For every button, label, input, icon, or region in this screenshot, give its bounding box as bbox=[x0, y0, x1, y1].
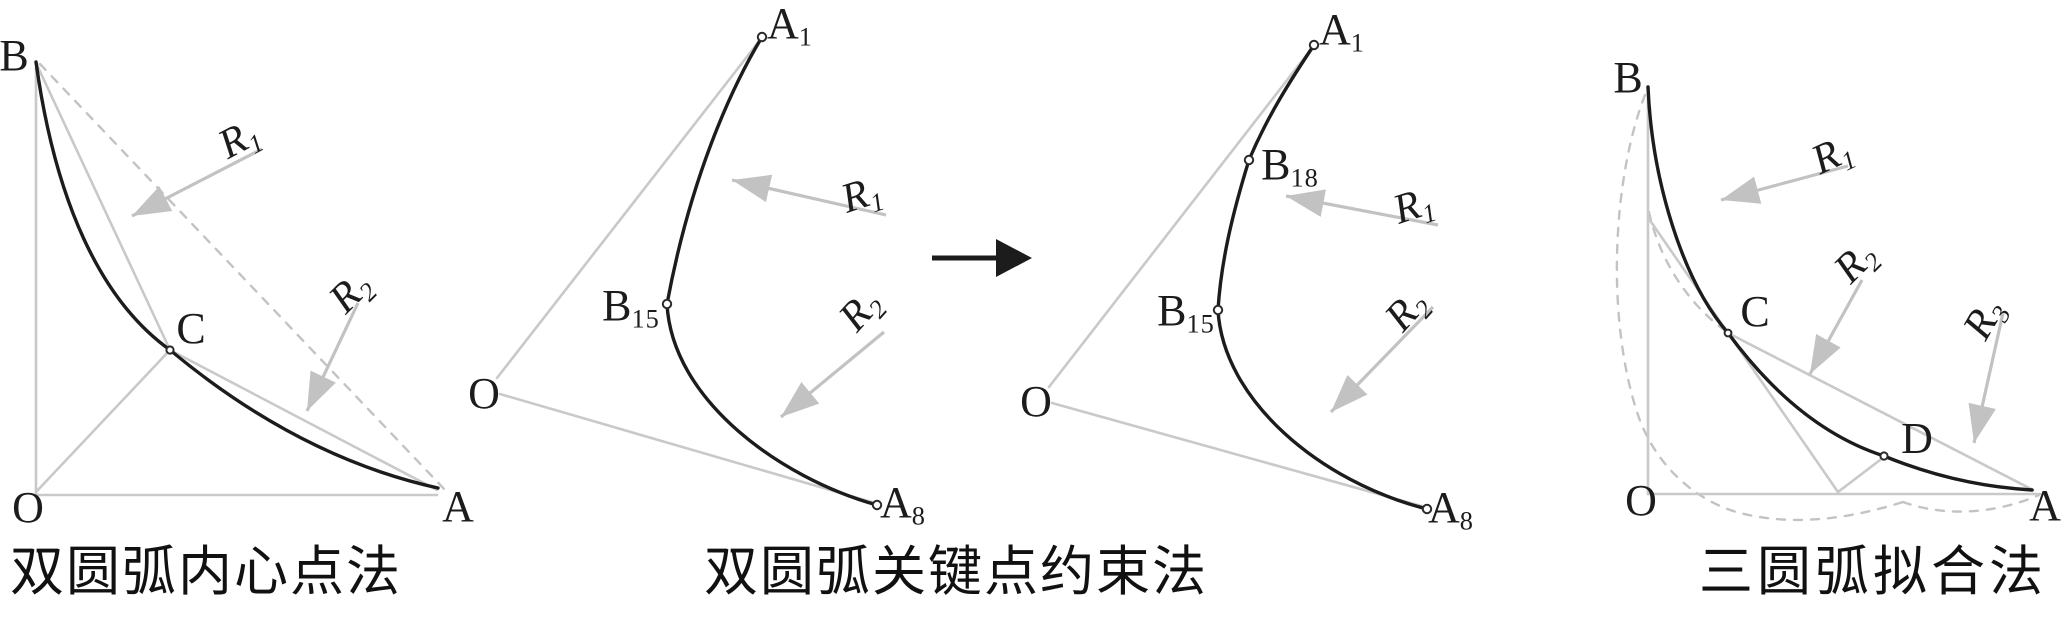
panel1-label-o: O bbox=[12, 483, 44, 532]
panel3-a8-sub: 8 bbox=[1459, 505, 1474, 536]
panel4-curve bbox=[1646, 85, 2034, 492]
panel4-r2-arrow bbox=[1808, 279, 1864, 375]
panel2-a1-base: A bbox=[767, 0, 799, 49]
panel3-label-a1: A1 bbox=[1319, 8, 1365, 56]
panel3-b18-base: B bbox=[1261, 140, 1291, 190]
panel4-dashed-arc-right bbox=[1901, 493, 2041, 513]
panel1-line-ca bbox=[168, 348, 439, 492]
panel3-label-a8: A8 bbox=[1428, 486, 1474, 534]
panel4-point-d-marker bbox=[1879, 451, 1889, 461]
panel1-drawing bbox=[34, 60, 449, 497]
panel2-label-o: O bbox=[468, 369, 500, 418]
panel4-label-d: D bbox=[1901, 414, 1933, 463]
transform-arrow bbox=[932, 239, 1032, 277]
panel4-radius-seg3 bbox=[1836, 455, 1886, 494]
panel2-point-b15-marker bbox=[661, 298, 673, 310]
panel4-r3-arrow bbox=[1968, 312, 2005, 444]
panel3-label-b15: B15 bbox=[1157, 289, 1215, 337]
panel2-a8-base: A bbox=[880, 478, 912, 528]
panel3-b15-base: B bbox=[1157, 286, 1187, 336]
panel4-label-c: C bbox=[1740, 287, 1770, 336]
panel3-point-a8-marker bbox=[1421, 503, 1433, 515]
panel3-curve bbox=[1216, 43, 1429, 511]
panel4-point-c-marker bbox=[1723, 328, 1733, 338]
panel1-caption: 双圆弧内心点法 bbox=[10, 542, 402, 602]
panel4-drawing bbox=[1615, 85, 2042, 522]
panel4-dashed-arc-inner bbox=[1647, 210, 1729, 334]
panel2-r2-arrow bbox=[779, 330, 886, 419]
panel3-r2-arrow bbox=[1329, 305, 1435, 414]
panel2-caption: 双圆弧关键点约束法 bbox=[704, 542, 1208, 602]
panel1-label-b: B bbox=[0, 31, 29, 80]
panel3-a1-sub: 1 bbox=[1350, 27, 1365, 58]
panel2-b15-base: B bbox=[602, 281, 632, 331]
panel3-drawing bbox=[1047, 39, 1439, 515]
panel3-b18-sub: 18 bbox=[1290, 162, 1319, 193]
panel4-label-a: A bbox=[2029, 481, 2061, 530]
panel2-b15-sub: 15 bbox=[631, 303, 660, 334]
panel1-label-c: C bbox=[176, 304, 206, 353]
panel2-label-a1: A1 bbox=[767, 2, 813, 50]
panel3-line-o-a1 bbox=[1047, 46, 1314, 389]
panel4-label-b: B bbox=[1613, 53, 1643, 102]
panel2-label-b15: B15 bbox=[602, 284, 660, 332]
panel2-label-a8: A8 bbox=[880, 481, 926, 529]
panel2-r1-arrow bbox=[731, 174, 887, 217]
panel2-a1-sub: 1 bbox=[798, 21, 813, 52]
panel2-line-o-a8 bbox=[498, 392, 877, 505]
panel1-line-bc bbox=[35, 63, 172, 352]
transform-arrow-head bbox=[996, 239, 1032, 277]
panel3-point-a1-marker bbox=[1308, 39, 1320, 51]
panel4-chord-ca bbox=[1726, 331, 2035, 492]
panel2-drawing bbox=[495, 31, 887, 511]
panel3-r1-arrow bbox=[1285, 189, 1439, 227]
panel4-caption: 三圆弧拟合法 bbox=[1699, 542, 2047, 602]
panel2-a8-sub: 8 bbox=[911, 500, 926, 531]
panel1-dashed-chord-ba bbox=[38, 62, 449, 494]
panel3-a8-base: A bbox=[1428, 483, 1460, 533]
panel3-b15-sub: 15 bbox=[1186, 308, 1215, 339]
panel1-r1-arrow bbox=[131, 147, 263, 218]
panel3-point-b18-marker bbox=[1243, 154, 1255, 166]
panel2-point-a8-marker bbox=[871, 499, 883, 511]
panel3-label-b18: B18 bbox=[1261, 143, 1319, 191]
panel4-r1-arrow bbox=[1720, 164, 1849, 204]
panel2-line-o-a1 bbox=[495, 38, 762, 380]
panel4-radius-seg2 bbox=[1726, 331, 1840, 494]
panel4-dashed-circle-left bbox=[1615, 93, 1905, 522]
panel1-label-a: A bbox=[442, 482, 474, 531]
panel1-r2-arrow bbox=[305, 302, 360, 412]
panel1-line-oc bbox=[34, 348, 172, 494]
panel2-curve bbox=[665, 35, 879, 507]
panel3-point-b15-marker bbox=[1212, 304, 1224, 316]
panel2-point-a1-marker bbox=[756, 31, 768, 43]
panel3-line-o-a8 bbox=[1050, 401, 1427, 509]
panel1-point-c-marker bbox=[165, 345, 175, 355]
panel4-label-o: O bbox=[1625, 476, 1657, 525]
panel3-a1-base: A bbox=[1319, 5, 1351, 55]
panel3-label-o: O bbox=[1020, 377, 1052, 426]
